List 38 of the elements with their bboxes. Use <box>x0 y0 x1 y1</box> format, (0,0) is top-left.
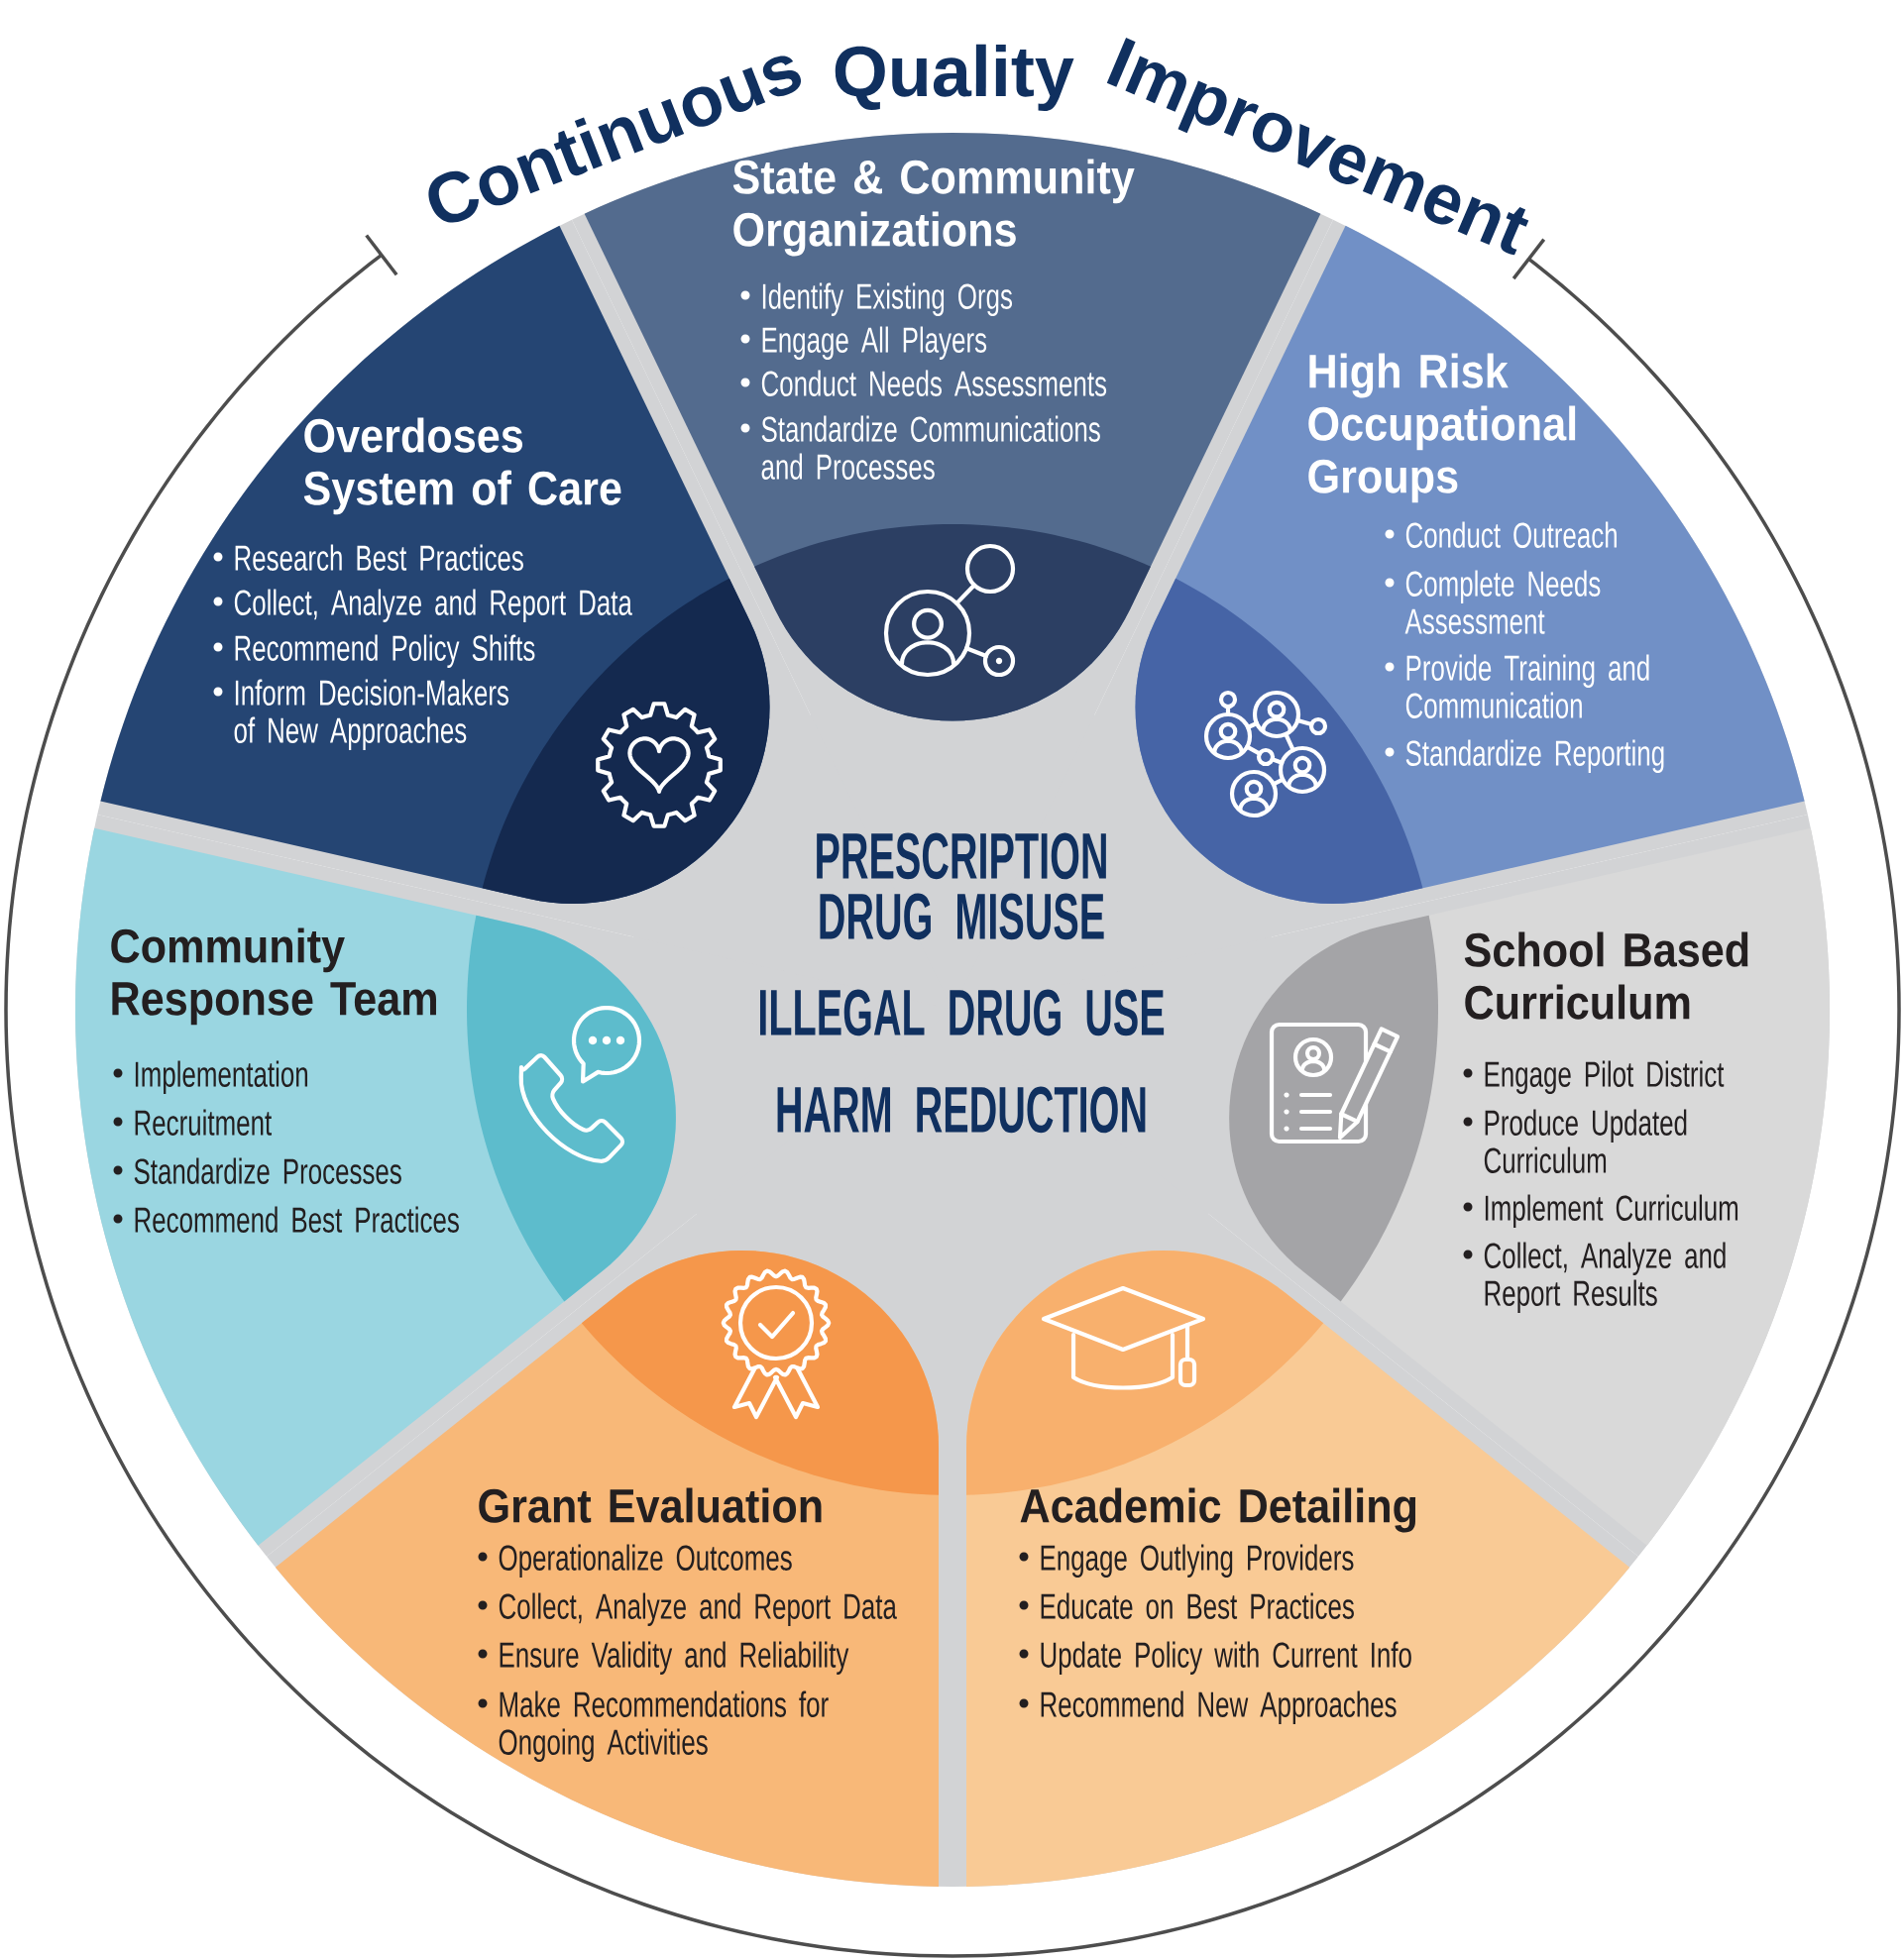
list-item: Produce Updated Curriculum <box>1484 1109 1687 1173</box>
pie-segment <box>275 1250 939 1887</box>
list-item: Research Best Practices <box>235 544 523 571</box>
list-item: Engage All Players <box>762 326 987 361</box>
segment-heading: Academic Detailing <box>1020 1487 1416 1533</box>
segment-heading: Grant Evaluation <box>479 1487 822 1523</box>
list-item: Ensure Validity and Reliability <box>500 1641 849 1676</box>
list-item: Implementation <box>135 1060 307 1095</box>
list-item: Recruitment <box>135 1109 273 1136</box>
list-item: Recommend Policy Shifts <box>235 634 535 669</box>
list-item: Recommend New Approaches <box>1041 1690 1397 1725</box>
list-item: Collect, Analyze and Report Data <box>234 589 632 623</box>
list-item: Make Recommendations for Ongoing Activities <box>499 1690 829 1763</box>
list-item: Conduct Needs Assessments <box>761 370 1107 396</box>
list-item: Collect, Analyze and Report Data <box>499 1592 897 1627</box>
list-item: Engage Pilot District <box>1485 1060 1725 1095</box>
segment-heading: Community Response Team <box>111 927 436 1026</box>
hub-text: ILLEGAL DRUG USE <box>759 989 1165 1036</box>
list-item: Standardize Processes <box>134 1157 401 1184</box>
list-item: Engage Outlying Providers <box>1041 1544 1354 1579</box>
segment-heading: High Risk Occupational Groups <box>1308 353 1576 503</box>
list-item: Standardize Communications and Processes <box>761 415 1100 480</box>
list-item: Collect, Analyze and Report Results <box>1484 1242 1726 1314</box>
list-item: Educate on Best Practices <box>1041 1592 1354 1619</box>
list-item: Standardize Reporting <box>1405 739 1664 774</box>
list-item: Implement Curriculum <box>1485 1194 1738 1229</box>
segment-heading: School Based Curriculum <box>1464 931 1748 1020</box>
list-item: Identify Existing Orgs <box>762 282 1013 317</box>
list-item: Recommend Best Practices <box>135 1206 459 1233</box>
list-item: Conduct Outreach <box>1405 521 1617 548</box>
list-item: Update Policy with Current Info <box>1041 1641 1411 1676</box>
list-item: Inform Decision-Makers of New Approaches <box>234 679 508 751</box>
hub-text: HARM REDUCTION <box>777 1086 1146 1134</box>
list-item: Complete Needs Assessment <box>1404 570 1601 634</box>
hub-text: PRESCRIPTION DRUG MISUSE <box>817 832 1106 940</box>
list-item: Provide Training and Communication <box>1405 654 1649 718</box>
list-item: Operationalize Outcomes <box>499 1544 792 1579</box>
segment-heading: Overdoses System of Care <box>303 417 621 515</box>
